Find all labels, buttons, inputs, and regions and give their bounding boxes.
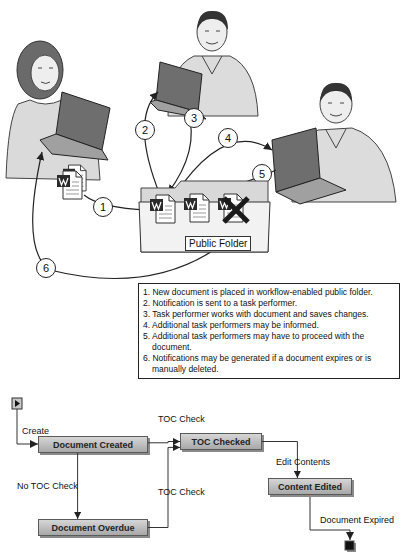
node-text: TOC Checked	[192, 437, 251, 447]
flow-arrows	[33, 92, 276, 278]
node-text: Document Created	[53, 440, 133, 450]
transition-label: No TOC Check	[17, 481, 78, 491]
laptop-base	[276, 178, 346, 204]
note-item: 1. New document is placed in workflow-en…	[143, 287, 395, 298]
laptop-base	[40, 134, 108, 160]
hair	[197, 11, 228, 30]
face-lines	[328, 103, 344, 116]
note-item: 2. Notification is sent to a task perfor…	[143, 298, 395, 309]
note-item: 3. Task performer works with document an…	[143, 309, 395, 320]
node-text: 6	[43, 263, 49, 274]
node-text: 3	[191, 113, 197, 124]
woman-figure	[6, 41, 110, 180]
note-item: 5. Additional task performers may have t…	[143, 331, 395, 353]
face-lines	[38, 68, 53, 84]
state-box: Content Edited	[268, 478, 352, 495]
note-item: 4. Additional task performers may be inf…	[143, 320, 395, 331]
callout-number: 2	[135, 120, 155, 140]
man-figure	[272, 83, 396, 204]
node-text: 4	[225, 133, 231, 144]
hair	[320, 83, 352, 102]
collar	[202, 56, 222, 74]
flow-arrow	[144, 92, 160, 195]
callout-number: 1	[93, 197, 113, 217]
start-state	[12, 398, 22, 409]
folder-front	[139, 202, 270, 252]
word-document	[57, 171, 82, 199]
callout-number: 3	[184, 108, 204, 128]
node-text: 2	[142, 125, 148, 136]
node-text: Public Folder	[185, 236, 251, 251]
face	[31, 55, 59, 91]
note-item: 6. Notifications may be generated if a d…	[143, 353, 395, 375]
transition-connector	[148, 442, 180, 443]
node-text: Content Edited	[278, 482, 342, 492]
callout-number: 6	[36, 258, 56, 278]
man-figure	[150, 11, 258, 119]
hair	[17, 41, 63, 99]
transition-label: Create	[22, 426, 49, 436]
transition-label: Edit Contents	[276, 457, 330, 467]
end-state	[345, 541, 354, 550]
node-text: Document Overdue	[51, 523, 134, 533]
callout-number: 4	[218, 128, 238, 148]
node-text: 1	[100, 202, 106, 213]
notes-box: 1. New document is placed in workflow-en…	[138, 283, 400, 379]
transition-label: TOC Check	[158, 414, 205, 424]
transition-label: TOC Check	[158, 487, 205, 497]
node-text: 5	[259, 169, 265, 180]
start-triangle	[15, 400, 20, 407]
state-box: TOC Checked	[180, 433, 262, 450]
collar	[326, 129, 346, 148]
face-lines	[205, 31, 220, 44]
state-box: Document Created	[38, 436, 148, 453]
transition-label: Document Expired	[320, 515, 394, 525]
state-box: Document Overdue	[38, 519, 148, 536]
